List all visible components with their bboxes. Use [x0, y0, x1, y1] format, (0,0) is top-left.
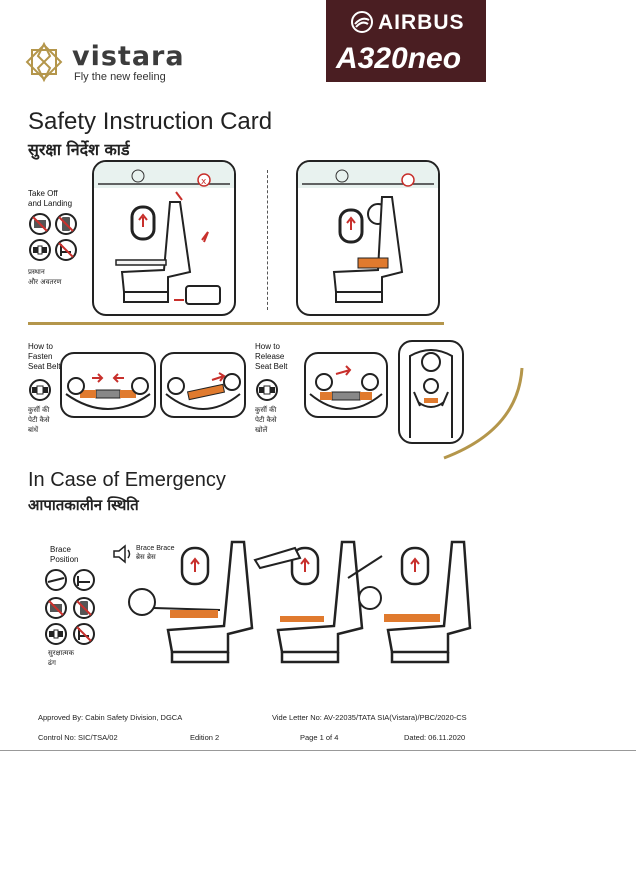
- emergency-title-hindi: आपातकालीन स्थिति: [28, 496, 139, 514]
- brace-no-phone-icon: [73, 597, 95, 619]
- takeoff-icons: [28, 212, 82, 264]
- takeoff-label: Take Off and Landing: [28, 189, 73, 208]
- card-title-hindi: सुरक्षा निर्देश कार्ड: [28, 140, 130, 159]
- fasten-label-hindi: कुर्सी की पेटी कैसे बांधें: [28, 406, 50, 434]
- footer-control-no: Control No: SIC/TSA/02: [38, 733, 118, 742]
- no-laptop-icon: [29, 213, 51, 235]
- svg-text:x: x: [201, 177, 207, 187]
- footer-rule: [0, 750, 636, 751]
- vistara-logo-icon: [25, 41, 63, 83]
- no-phone-icon: [55, 213, 77, 235]
- gold-swoosh-decoration: [440, 360, 530, 465]
- brace-no-laptop-icon: [45, 597, 67, 619]
- takeoff-label-hindi: प्रस्थान और अवतरण: [28, 268, 62, 286]
- brace-command-text: Brace Brace ब्रेस ब्रेस: [136, 545, 175, 561]
- fasten-buckle-icon: [28, 378, 52, 407]
- brace-illustration: [120, 538, 472, 668]
- brand-tagline: Fly the new feeling: [74, 71, 166, 83]
- card-title: Safety Instruction Card: [28, 108, 273, 135]
- brace-no-recline-icon: [73, 623, 95, 645]
- brand-name: vistara: [72, 41, 185, 72]
- takeoff-seat-panel-upright: x: [92, 160, 236, 316]
- panel-divider-dashed: [267, 170, 268, 310]
- brace-seat-icon: [73, 569, 95, 591]
- takeoff-seat-panel-tray: [296, 160, 440, 316]
- release-buckle-icon: [255, 378, 279, 407]
- brace-seatbelt-icon: [45, 623, 67, 645]
- brace-label: Brace Position: [50, 545, 79, 564]
- vistara-logo: [22, 40, 66, 84]
- fasten-panel-insert: [60, 352, 156, 418]
- aircraft-badge: AIRBUS A320neo: [326, 0, 486, 82]
- release-panel-lift: [304, 352, 388, 418]
- footer-edition: Edition 2: [190, 733, 220, 742]
- release-label-hindi: कुर्सी की पेटी कैसे खोलें: [255, 406, 277, 434]
- footer-page: Page 1 of 4: [300, 733, 339, 742]
- brace-icons: [42, 568, 102, 646]
- brace-plane-icon: [45, 569, 67, 591]
- footer-approved: Approved By: Cabin Safety Division, DGCA: [38, 713, 183, 722]
- release-label: How to Release Seat Belt: [255, 342, 288, 371]
- airbus-logo-icon: [351, 11, 373, 33]
- seatbelt-icon: [29, 239, 51, 261]
- brace-label-hindi: सुरक्षात्मक ढंग: [48, 649, 74, 667]
- fasten-label: How to Fasten Seat Belt: [28, 342, 61, 371]
- emergency-title: In Case of Emergency: [28, 469, 226, 491]
- speaker-icon: [112, 544, 134, 568]
- no-seat-recline-icon: [55, 239, 77, 261]
- child-seatbelt-panel: [398, 340, 464, 444]
- footer-vide-letter: Vide Letter No: AV-22035/TATA SIA(Vistar…: [272, 713, 467, 722]
- footer-dated: Dated: 06.11.2020: [404, 733, 466, 742]
- section-divider-1: [28, 322, 444, 325]
- fasten-panel-tighten: [160, 352, 246, 418]
- aircraft-maker: AIRBUS: [378, 11, 465, 34]
- aircraft-model: A320neo: [336, 42, 462, 75]
